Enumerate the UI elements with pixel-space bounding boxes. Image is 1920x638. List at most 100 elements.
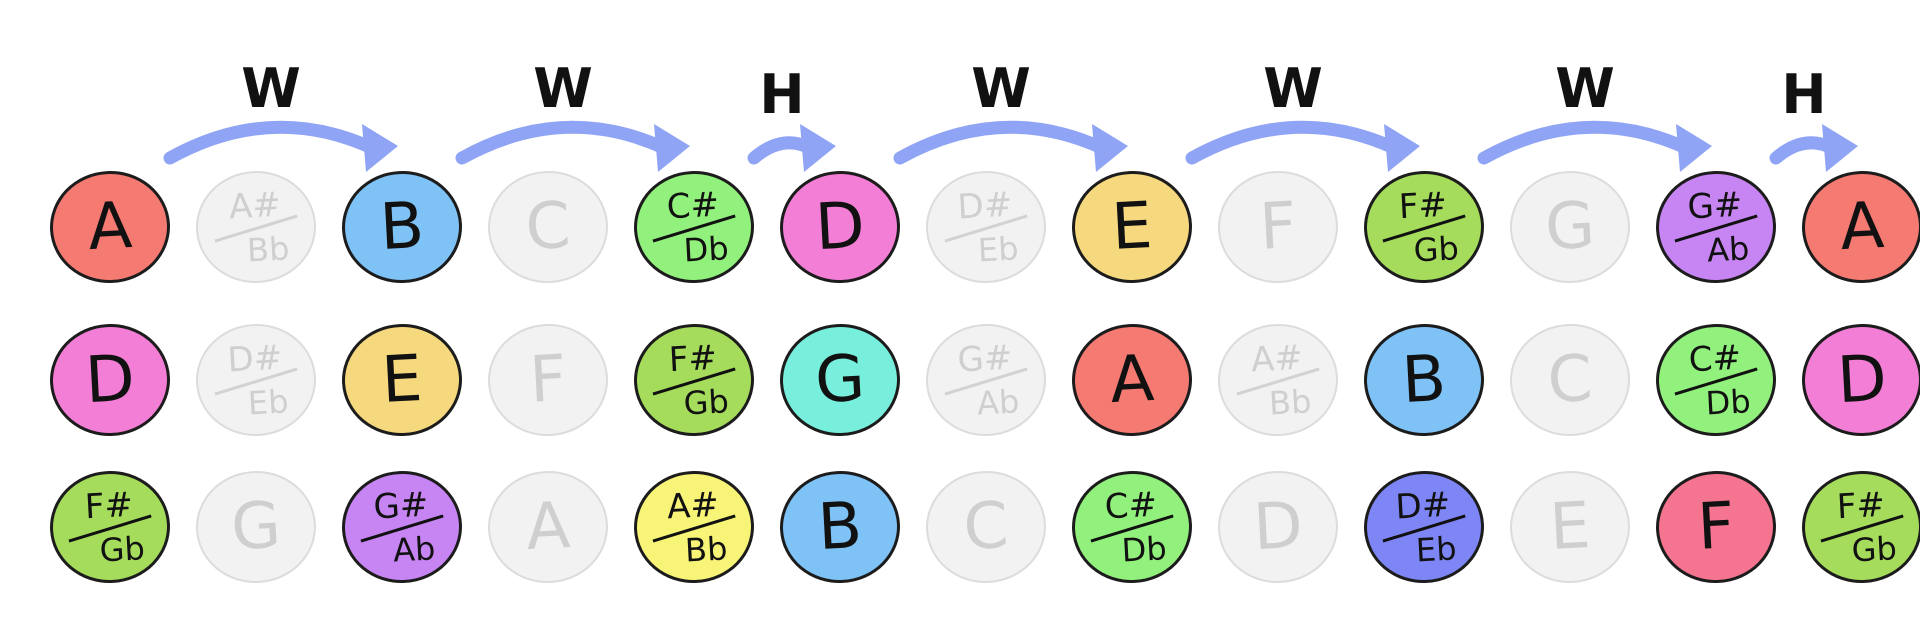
note-sharp-name: G# (956, 337, 1014, 380)
note-flat-name: Eb (246, 381, 290, 422)
note-circle-inactive: F (1215, 167, 1341, 287)
note-name: A (86, 188, 134, 266)
note-sharp-name: F# (1397, 184, 1448, 227)
note-circle-active: C#Db (1069, 467, 1195, 587)
note-name-pair: F#Gb (1379, 184, 1469, 269)
note-circle-active: G#Ab (1653, 167, 1779, 287)
step-arrow (747, 124, 836, 172)
step-label: W (1263, 57, 1323, 120)
step-arrow (1185, 120, 1420, 172)
arrow-curve (1477, 120, 1693, 165)
note-sharp-name: D# (1394, 484, 1452, 527)
arrow-head (1092, 124, 1128, 172)
arrow-curve (893, 120, 1109, 165)
note-flat-name: Bb (1268, 381, 1313, 422)
note-circle-active: F#Gb (47, 467, 173, 587)
note-sharp-name: G# (372, 484, 430, 527)
note-circle-active: F (1653, 467, 1779, 587)
note-circle-inactive: G (193, 467, 319, 587)
note-name: C (961, 488, 1011, 566)
note-name: A (1838, 188, 1886, 266)
note-name-pair: D#Eb (211, 337, 301, 422)
note-circle-inactive: D#Eb (193, 320, 319, 440)
note-sharp-name: A# (227, 184, 282, 227)
note-sharp-name: C# (1687, 337, 1742, 380)
arrow-curve (455, 120, 671, 165)
note-sharp-name: G# (1686, 184, 1744, 227)
step-label: W (533, 57, 593, 120)
note-name: F (1695, 489, 1737, 565)
note-circle-active: A (47, 167, 173, 287)
arrow-curve (1769, 136, 1839, 165)
note-circle-active: D#Eb (1361, 467, 1487, 587)
note-circle-inactive: G#Ab (923, 320, 1049, 440)
arrow-head (654, 124, 690, 172)
note-name: B (1400, 341, 1448, 419)
note-circle-inactive: G (1507, 167, 1633, 287)
note-circle-inactive: A (485, 467, 611, 587)
note-flat-name: Ab (976, 381, 1021, 422)
note-circle-active: B (777, 467, 903, 587)
note-sharp-name: F# (83, 484, 134, 527)
step-label: W (1555, 57, 1615, 120)
note-circle-inactive: A#Bb (1215, 320, 1341, 440)
arrow-head (1676, 124, 1712, 172)
note-flat-name: Ab (392, 528, 437, 569)
note-name: E (1547, 488, 1593, 566)
note-name: C (1545, 341, 1595, 419)
note-name-pair: F#Gb (65, 484, 155, 569)
note-name-pair: G#Ab (1671, 184, 1761, 269)
arrow-head (362, 124, 398, 172)
note-circle-active: G (777, 320, 903, 440)
note-name: F (1257, 189, 1299, 265)
note-name-pair: G#Ab (357, 484, 447, 569)
note-name: F (527, 342, 569, 418)
note-circle-active: B (339, 167, 465, 287)
note-circle-inactive: C (923, 467, 1049, 587)
note-sharp-name: A# (665, 484, 720, 527)
note-name-pair: F#Gb (649, 337, 739, 422)
step-label: W (241, 57, 301, 120)
arrow-curve (1185, 120, 1401, 165)
arrow-head (1822, 124, 1858, 172)
note-name-pair: F#Gb (1817, 484, 1907, 569)
note-circle-active: C#Db (1653, 320, 1779, 440)
note-flat-name: Eb (976, 228, 1020, 269)
note-name-pair: A#Bb (211, 184, 301, 269)
step-arrow (455, 120, 690, 172)
step-label: H (759, 63, 805, 126)
note-name: G (229, 488, 283, 566)
note-name: D (83, 341, 137, 419)
note-circle-inactive: C (485, 167, 611, 287)
note-circle-active: B (1361, 320, 1487, 440)
note-name: E (1109, 188, 1155, 266)
note-name: A (524, 488, 572, 566)
step-arrow (1769, 124, 1858, 172)
note-sharp-name: D# (226, 337, 284, 380)
note-circle-active: G#Ab (339, 467, 465, 587)
step-arrow (1477, 120, 1712, 172)
note-name: C (523, 188, 573, 266)
note-circle-inactive: E (1507, 467, 1633, 587)
note-name-pair: C#Db (1087, 484, 1177, 569)
note-name-pair: D#Eb (1379, 484, 1469, 569)
step-label: H (1781, 63, 1827, 126)
note-circle-active: F#Gb (631, 320, 757, 440)
step-arrow (163, 120, 398, 172)
arrow-head (800, 124, 836, 172)
note-name-pair: A#Bb (649, 484, 739, 569)
note-name-pair: C#Db (1671, 337, 1761, 422)
note-circle-inactive: D#Eb (923, 167, 1049, 287)
note-circle-active: D (47, 320, 173, 440)
note-circle-inactive: F (485, 320, 611, 440)
note-name-pair: D#Eb (941, 184, 1031, 269)
note-sharp-name: C# (665, 184, 720, 227)
note-name: B (816, 488, 864, 566)
note-circle-active: F#Gb (1361, 167, 1487, 287)
note-name-pair: A#Bb (1233, 337, 1323, 422)
note-circle-active: C#Db (631, 167, 757, 287)
note-circle-active: A (1799, 167, 1920, 287)
note-sharp-name: D# (956, 184, 1014, 227)
note-name: G (813, 341, 867, 419)
